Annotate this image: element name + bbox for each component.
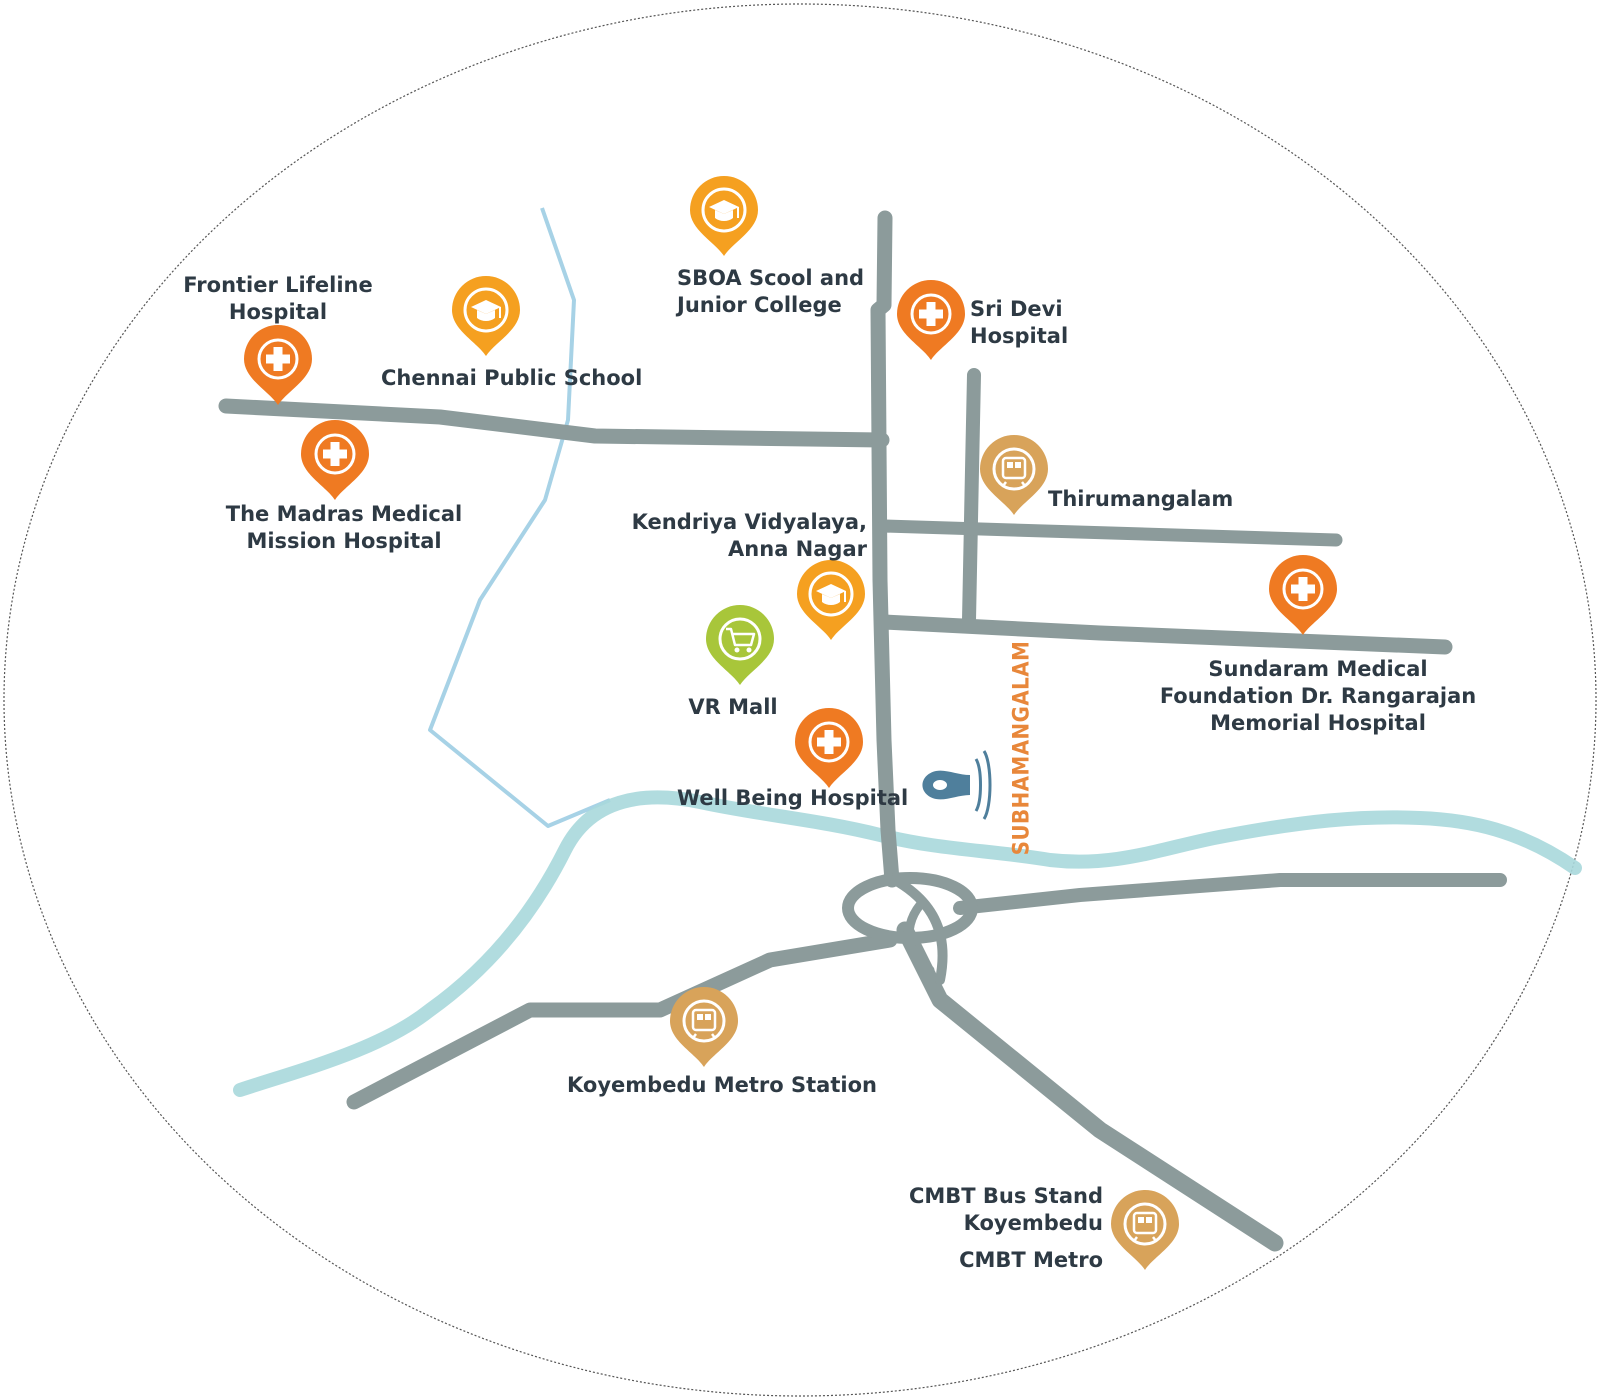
river (233, 790, 1582, 1097)
hospital-cross-icon (257, 338, 299, 380)
map-pins (244, 176, 1337, 1270)
pin-cmbt[interactable] (1111, 1190, 1179, 1270)
canal-line (428, 207, 611, 828)
pin-koyembedu-metro[interactable] (670, 987, 738, 1067)
train-icon (992, 447, 1036, 491)
label-well-being: Well Being Hospital (677, 786, 909, 810)
subhamangalam-location-pin[interactable] (922, 750, 992, 820)
pin-thirumangalam[interactable] (980, 435, 1048, 515)
label-vr-mall: VR Mall (688, 695, 778, 719)
pin-sri-devi[interactable] (897, 280, 965, 360)
pin-chennai-public[interactable] (452, 276, 520, 356)
pin-well-being[interactable] (795, 708, 863, 788)
pin-kendriya[interactable] (797, 560, 865, 640)
subject-location-label: SUBHAMANGALAM (1009, 640, 1035, 856)
road-network (218, 210, 1507, 1252)
train-icon (1123, 1202, 1167, 1246)
train-icon (682, 999, 726, 1043)
label-chennai-public: Chennai Public School (381, 366, 643, 390)
map-boundary (3, 3, 1597, 1397)
label-kendriya: Kendriya Vidyalaya,Anna Nagar (631, 510, 867, 561)
shopping-cart-icon (718, 617, 762, 661)
hospital-cross-icon (314, 433, 356, 475)
graduation-cap-icon (808, 571, 854, 617)
pin-sundaram[interactable] (1269, 555, 1337, 635)
hospital-cross-icon (1282, 568, 1324, 610)
hospital-cross-icon (910, 293, 952, 335)
label-koyembedu-metro: Koyembedu Metro Station (567, 1073, 877, 1097)
graduation-cap-icon (463, 287, 509, 333)
pin-sboa[interactable] (690, 176, 758, 256)
pin-vr-mall[interactable] (706, 605, 774, 685)
label-thirumangalam: Thirumangalam (1048, 487, 1234, 511)
label-cmbt-metro: CMBT Metro (959, 1248, 1103, 1272)
pin-madras-medical[interactable] (301, 420, 369, 500)
graduation-cap-icon (701, 187, 747, 233)
pin-frontier[interactable] (244, 325, 312, 405)
hospital-cross-icon (808, 721, 850, 763)
